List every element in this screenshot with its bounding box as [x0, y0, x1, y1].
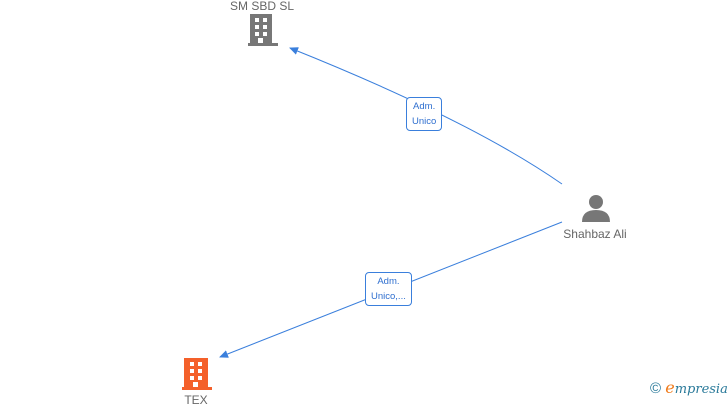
- copyright-symbol: ©: [650, 380, 662, 397]
- edge-label-line: Adm.: [377, 276, 400, 287]
- brand-name: mpresia: [674, 382, 728, 397]
- company2-label[interactable]: TEX: [184, 393, 208, 407]
- company1-label[interactable]: SM SBD SL: [229, 0, 295, 13]
- edge-label-1: Adm. Unico: [406, 97, 443, 131]
- edge-person-to-company1: [289, 47, 563, 185]
- building-icon[interactable]: [248, 14, 278, 46]
- empresia-logo: © empresia: [650, 378, 728, 397]
- building-icon[interactable]: [182, 358, 212, 390]
- person-icon[interactable]: [582, 195, 610, 222]
- edge-label-line: Unico: [412, 116, 437, 127]
- edge-label-2: Adm. Unico,...: [365, 272, 412, 306]
- edge-label-line: Adm.: [413, 101, 436, 112]
- edge-label-line: Unico,...: [371, 291, 406, 302]
- brand-initial: e: [665, 378, 675, 397]
- person-label[interactable]: Shahbaz Ali: [563, 227, 627, 241]
